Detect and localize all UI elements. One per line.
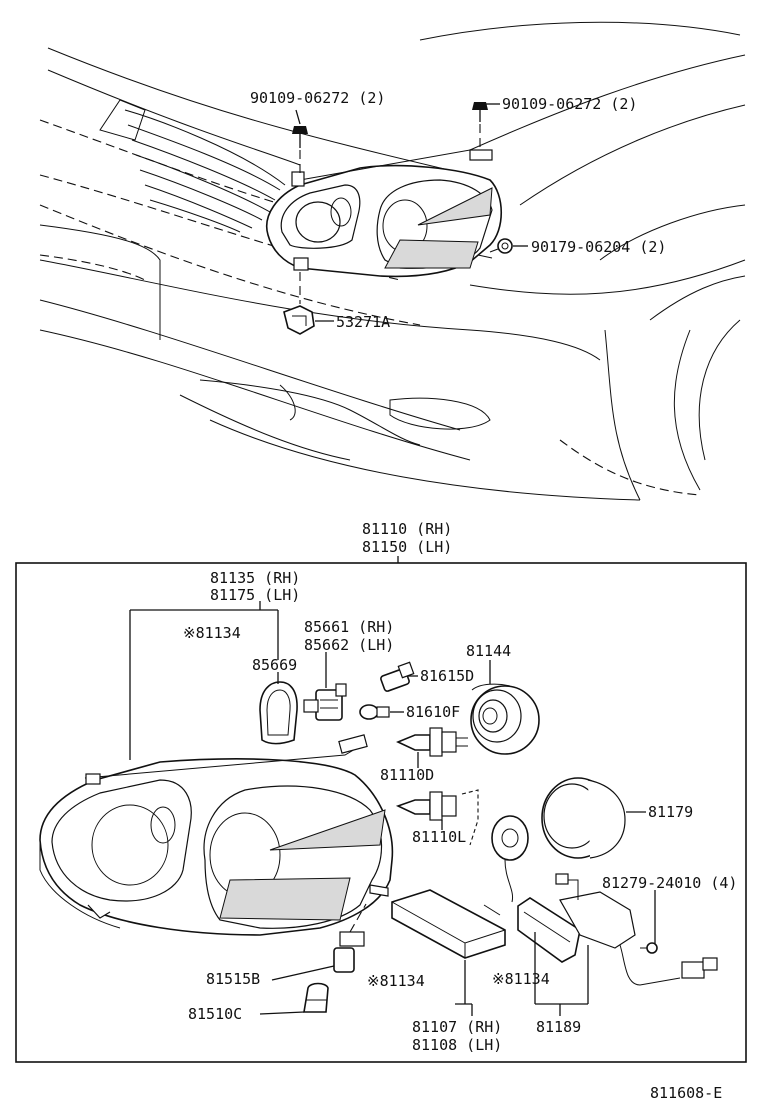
label-gasket: 85669 [252,656,297,674]
label-bulb-81110d: 81110D [380,766,434,784]
label-socket-rh: 85661 (RH) [304,618,394,636]
leader-lines [129,601,656,1016]
label-computer-rh: 81107 (RH) [412,1018,502,1036]
socket-85661-icon [303,683,347,721]
nut-icon [489,238,513,254]
bulb-81510c-icon [303,982,329,1013]
figure-code: 811608-E [650,1084,722,1102]
label-unit-lh: 81175 (LH) [210,586,300,604]
socket-81515b-icon [333,903,367,973]
clip-icon [283,272,315,335]
headlight-installed [265,149,502,278]
bulb-81610f-icon [359,704,390,720]
label-assembly-lh: 81150 (LH) [362,538,452,556]
label-socket-81615d: 81615D [420,667,474,685]
headlight-unit [39,734,394,936]
label-clip: 53271A [336,313,390,331]
socket-81615d-icon [380,661,415,692]
bulb-81110l-icon [395,791,457,821]
label-computer-lh: 81108 (LH) [412,1036,502,1054]
label-cover-81179: 81179 [648,803,693,821]
label-nut: 90179-06204 (2) [531,238,666,256]
label-bolt-right: 90109-06272 (2) [502,95,637,113]
label-cap-81144: 81144 [466,642,511,660]
label-bulb-81110l: 81110L [412,828,466,846]
bolt-left-icon [292,126,308,176]
label-bulb-81610f: 81610F [406,703,460,721]
label-unit-rh: 81135 (RH) [210,569,300,587]
label-note-81134-b: ※81134 [367,972,425,990]
bolt-right-icon [472,102,488,150]
label-igniter-81189: 81189 [536,1018,581,1036]
label-note-81134-c: ※81134 [492,970,550,988]
connector-icon [491,815,529,903]
label-bolt-left: 90109-06272 (2) [250,89,385,107]
computer-81107-icon [391,889,506,959]
label-socket-81515b: 81515B [206,970,260,988]
label-bulb-81510c: 81510C [188,1005,242,1023]
label-note-81134-a: ※81134 [183,624,241,642]
gasket-icon [259,681,298,745]
screw-81279-icon [640,942,658,954]
assembly-frame [15,562,747,1063]
cover-81179-icon [541,777,626,859]
igniter-81189-icon [517,873,718,986]
label-screw-81279: 81279-24010 (4) [602,874,737,892]
label-assembly-rh: 81110 (RH) [362,520,452,538]
cap-81144-icon [470,683,540,755]
label-socket-lh: 85662 (LH) [304,636,394,654]
bulb-81110d-icon [396,727,468,757]
